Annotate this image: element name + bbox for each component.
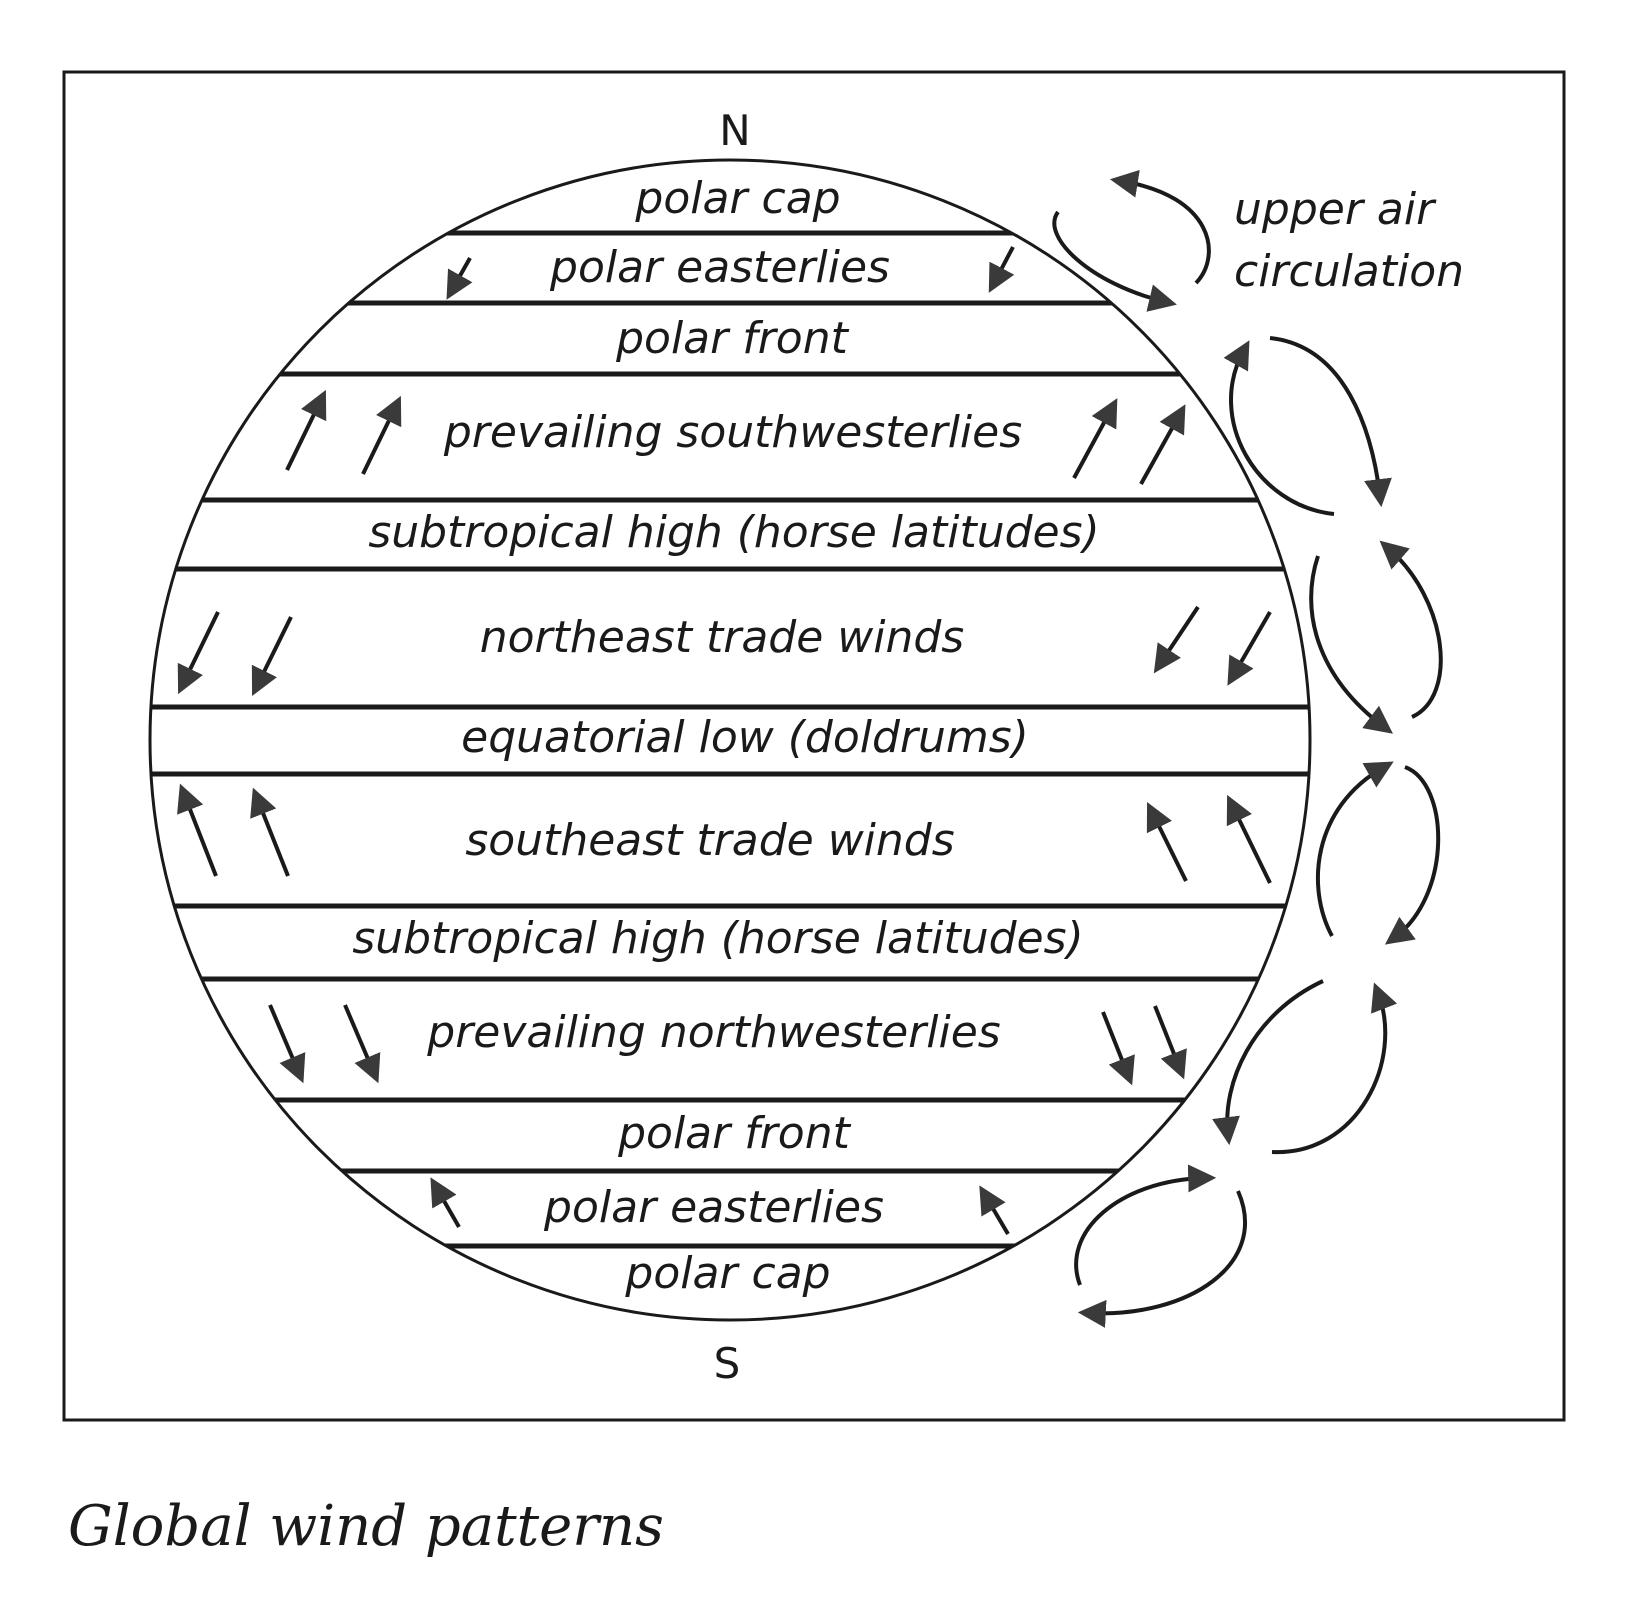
circulation-loop: [1309, 555, 1393, 734]
upper-air-circulation-cells: [1052, 169, 1443, 1328]
globe: [148, 158, 1312, 1322]
wind-arrow-polar-easterlies-south: [430, 1177, 461, 1228]
wind-arrow-southeast-trade-winds: [250, 787, 290, 877]
wind-arrow-prevailing-southwesterlies: [1139, 404, 1186, 485]
wind-arrow-northeast-trade-winds: [177, 611, 220, 695]
band-label-southeast-trade-winds: southeast trade winds: [465, 815, 954, 866]
circulation-loop: [1223, 340, 1335, 516]
wind-arrows: [177, 246, 1272, 1236]
wind-arrow-prevailing-northwesterlies: [343, 1004, 381, 1084]
circulation-loop: [1271, 982, 1398, 1155]
wind-arrow-prevailing-northwesterlies: [268, 1004, 306, 1084]
circulation-loop: [1315, 761, 1394, 937]
south-label: S: [714, 1339, 741, 1388]
band-label-polar-front-north: polar front: [615, 313, 850, 364]
circulation-loop: [1384, 765, 1441, 945]
wind-arrow-prevailing-northwesterlies: [1153, 1005, 1187, 1080]
circulation-loop: [1074, 1164, 1217, 1286]
circulation-loop: [1379, 540, 1443, 719]
wind-arrow-polar-easterlies-north: [446, 257, 473, 300]
wind-arrow-northeast-trade-winds: [1227, 610, 1272, 686]
figure-caption: Global wind patterns: [68, 1494, 664, 1559]
north-label: N: [719, 106, 750, 155]
band-label-subtropical-high-south: subtropical high (horse latitudes): [352, 913, 1083, 964]
wind-arrow-northeast-trade-winds: [251, 616, 293, 697]
band-label-prevailing-southwesterlies: prevailing southwesterlies: [443, 407, 1022, 458]
diagram-frame: [62, 70, 1566, 1422]
upper-air-label-line2: circulation: [1234, 246, 1464, 297]
band-label-northeast-trade-winds: northeast trade winds: [480, 612, 964, 663]
wind-arrow-southeast-trade-winds: [1226, 794, 1272, 884]
band-label-polar-easterlies-south: polar easterlies: [543, 1182, 884, 1233]
wind-arrow-prevailing-southwesterlies: [285, 389, 327, 471]
circulation-loop: [1269, 336, 1392, 508]
wind-arrow-polar-easterlies-south: [979, 1185, 1010, 1236]
band-labels: polar cap polar easterlies polar front p…: [352, 173, 1099, 1299]
circulation-loop: [1077, 1190, 1247, 1328]
wind-arrow-prevailing-southwesterlies: [361, 395, 402, 475]
band-label-polar-front-south: polar front: [617, 1108, 852, 1159]
upper-air-label-line1: upper air: [1234, 184, 1437, 235]
band-label-polar-easterlies-north: polar easterlies: [549, 242, 890, 293]
band-label-prevailing-northwesterlies: prevailing northwesterlies: [426, 1007, 1000, 1058]
band-label-subtropical-high-north: subtropical high (horse latitudes): [368, 507, 1099, 558]
band-label-polar-cap-south: polar cap: [624, 1248, 830, 1299]
wind-arrow-northeast-trade-winds: [1153, 605, 1200, 674]
wind-arrow-polar-easterlies-north: [988, 246, 1015, 293]
wind-arrow-southeast-trade-winds: [177, 783, 218, 877]
circulation-loop: [1052, 210, 1177, 312]
wind-arrow-prevailing-southwesterlies: [1072, 398, 1118, 479]
wind-arrow-prevailing-northwesterlies: [1101, 1011, 1135, 1086]
circulation-loop: [1109, 169, 1211, 285]
wind-arrow-southeast-trade-winds: [1146, 801, 1188, 882]
band-label-equatorial-low: equatorial low (doldrums): [461, 712, 1029, 763]
band-label-polar-cap-north: polar cap: [634, 173, 840, 224]
circulation-loop: [1212, 979, 1324, 1146]
